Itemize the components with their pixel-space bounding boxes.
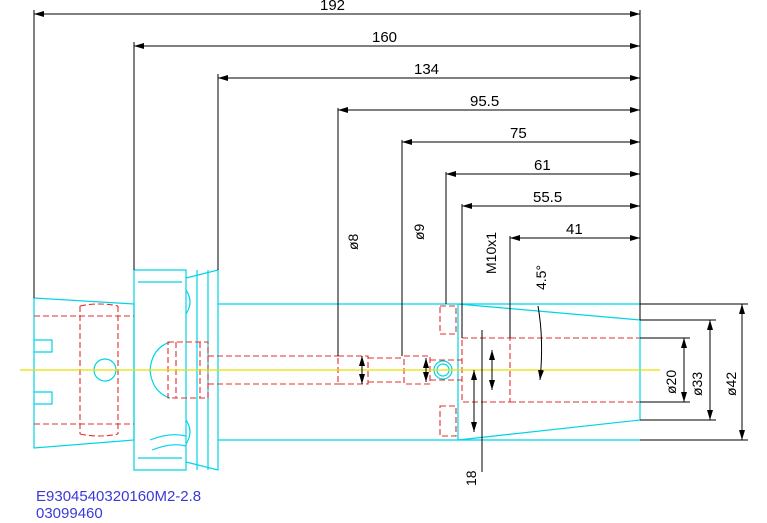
label-d42: ø42 (723, 372, 739, 396)
part-code-line1: E9304540320160M2-2.8 (36, 488, 202, 505)
label-d33: ø33 (689, 372, 705, 396)
dim-55-5: 55.5 (533, 189, 562, 206)
label-m10x1: M10x1 (483, 232, 499, 274)
part-code-line2: 03099460 (36, 505, 103, 522)
label-depth-18: 18 (463, 470, 479, 486)
label-d20: ø20 (663, 370, 679, 394)
label-d8: ø8 (345, 233, 361, 250)
label-angle: 4.5° (533, 265, 549, 290)
dim-61: 61 (534, 157, 551, 174)
length-dimensions (33, 10, 641, 356)
dim-192: 192 (320, 0, 345, 14)
hidden-lines (34, 303, 640, 437)
dim-95-5: 95.5 (470, 93, 499, 110)
dim-160: 160 (372, 29, 397, 46)
diameter-dimensions (359, 303, 748, 472)
label-d9: ø9 (411, 223, 427, 240)
dim-41: 41 (566, 221, 583, 238)
dim-134: 134 (414, 61, 439, 78)
dim-75: 75 (510, 125, 527, 142)
